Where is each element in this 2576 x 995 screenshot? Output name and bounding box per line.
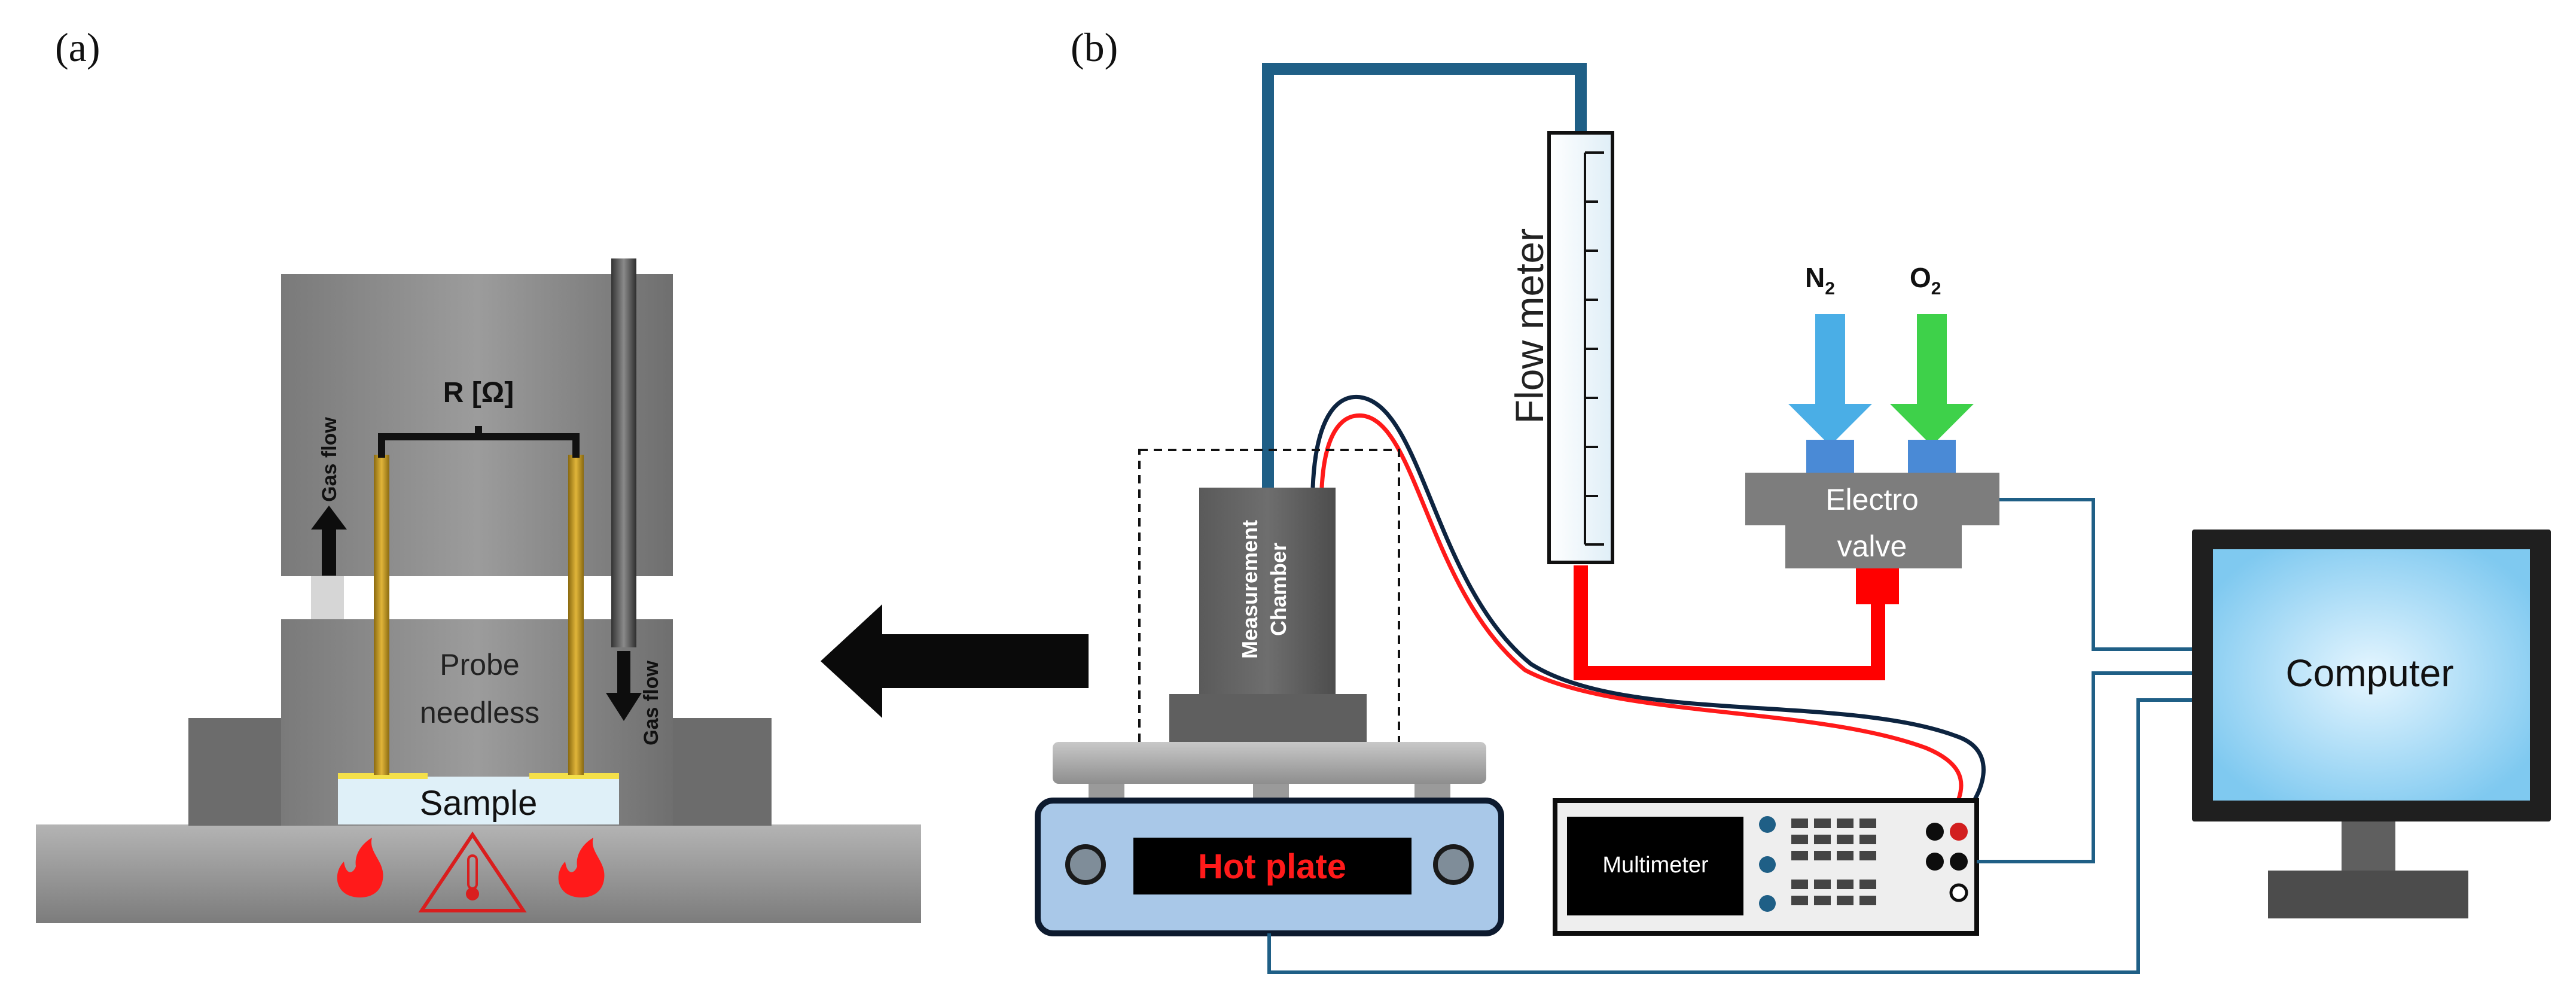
panel-b-label: (b) bbox=[1071, 25, 1118, 70]
resistance-label: R [Ω] bbox=[443, 377, 514, 409]
gas-flow-in-label: Gas flow bbox=[640, 661, 663, 746]
probe-label-line2: needless bbox=[420, 696, 539, 729]
sample bbox=[338, 777, 619, 824]
flow-meter bbox=[1547, 131, 1614, 564]
chamber-cylinder bbox=[281, 274, 673, 576]
hot-plate-label: Hot plate bbox=[1198, 847, 1346, 886]
fire-icon bbox=[558, 838, 605, 897]
gas-inlet-tube bbox=[611, 258, 636, 647]
computer bbox=[2192, 530, 2551, 918]
gas-flow-up-arrow bbox=[311, 506, 347, 576]
electrovalve-label-line1: Electro bbox=[1825, 483, 1919, 516]
gas-flow-down-arrow bbox=[606, 651, 642, 721]
warning-thermometer-icon bbox=[418, 831, 527, 912]
gas-line-red bbox=[1574, 565, 1885, 680]
wire-dark bbox=[1310, 395, 1986, 815]
computer-label: Computer bbox=[2286, 652, 2454, 695]
o2-inlet-port bbox=[1908, 440, 1956, 473]
cable-hotplate-computer bbox=[1267, 698, 2192, 974]
n2-inlet-port bbox=[1806, 440, 1854, 473]
electrovalve-label-line2: valve bbox=[1837, 530, 1907, 563]
o2-label: O2 bbox=[1910, 262, 1941, 299]
chamber-dashed-box bbox=[1138, 449, 1400, 761]
o2-arrow bbox=[1890, 314, 1974, 446]
measurement-chamber-base bbox=[1169, 694, 1367, 745]
electrovalve-body-top bbox=[1745, 473, 1999, 525]
flow-meter-label: Flow meter bbox=[1507, 229, 1551, 424]
multimeter-label: Multimeter bbox=[1602, 853, 1709, 878]
chamber-label-line2: Chamber bbox=[1266, 543, 1291, 636]
sample-label: Sample bbox=[420, 784, 538, 823]
multimeter bbox=[1553, 798, 1979, 936]
probe-needle-left bbox=[374, 455, 389, 775]
n2-arrow bbox=[1788, 314, 1872, 446]
zoom-arrow bbox=[821, 604, 1089, 718]
wire-red bbox=[1319, 413, 1964, 800]
electrovalve-outlet bbox=[1856, 568, 1899, 604]
gas-line-blue bbox=[1262, 63, 1587, 488]
heating-base bbox=[36, 824, 921, 923]
n2-label: N2 bbox=[1805, 262, 1835, 299]
gas-flow-out-label: Gas flow bbox=[318, 417, 341, 502]
chamber-gap bbox=[281, 576, 673, 619]
fire-icon bbox=[337, 838, 383, 897]
panel-a-sensor-assembly bbox=[36, 258, 921, 923]
chamber-label-line1: Measurement bbox=[1237, 520, 1262, 659]
cable-electrovalve-computer bbox=[1999, 498, 2192, 651]
probe-label-line1: Probe bbox=[440, 648, 519, 681]
measurement-chamber bbox=[1199, 488, 1336, 694]
panel-a-label: (a) bbox=[55, 25, 100, 70]
hot-plate bbox=[1035, 742, 1504, 936]
cable-multimeter-computer bbox=[1977, 671, 2192, 863]
probe-needle-right bbox=[568, 455, 584, 775]
electrovalve-body-bottom bbox=[1785, 525, 1962, 568]
